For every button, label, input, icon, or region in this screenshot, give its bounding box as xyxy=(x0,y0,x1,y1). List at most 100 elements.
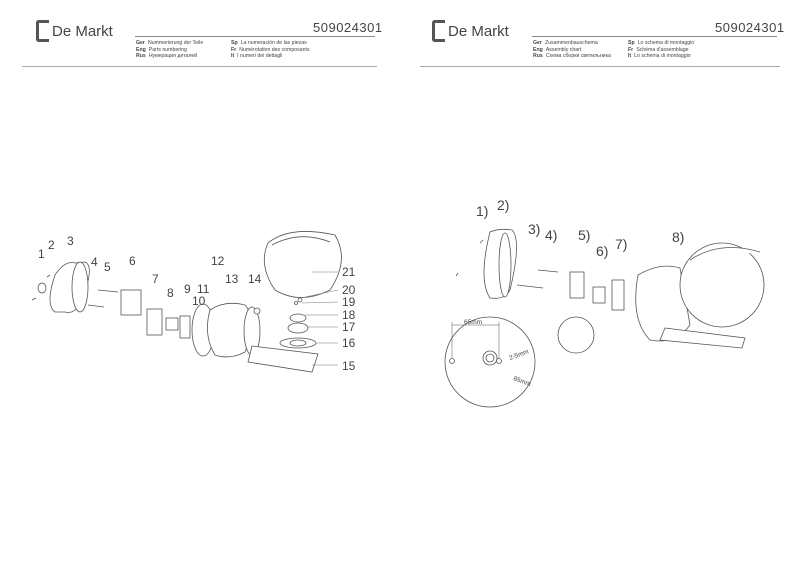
lang-text: Nummerierung der Teile xyxy=(147,40,204,46)
part-label: 19 xyxy=(342,295,356,309)
lang-code: Ger xyxy=(533,40,542,46)
brand-name: De Markt xyxy=(448,22,509,40)
lamp-globe xyxy=(679,242,765,328)
leader-line xyxy=(301,301,339,304)
part-cover xyxy=(179,315,191,339)
part-globe xyxy=(263,231,342,298)
step-label: 2) xyxy=(497,197,509,213)
leader-lines xyxy=(301,271,339,366)
header-bottom-rule xyxy=(22,66,377,67)
part-label: 2 xyxy=(48,238,55,252)
part-label: 20 xyxy=(342,283,356,297)
part-bracket xyxy=(146,308,163,336)
lang-text: Parts numbering xyxy=(148,46,187,53)
lang-text: Lo schema di montaggio xyxy=(634,53,691,59)
part-screw xyxy=(31,297,37,301)
part-terminal xyxy=(165,317,179,331)
lang-code: Ger xyxy=(136,40,145,46)
part-label: 12 xyxy=(211,254,225,268)
part-nut xyxy=(253,307,261,315)
step-label: 5) xyxy=(578,227,590,243)
part-label: 5 xyxy=(104,260,111,274)
header-rule xyxy=(135,36,375,37)
bracket xyxy=(569,271,585,299)
step-label: 8) xyxy=(672,229,684,245)
wiring-detail xyxy=(557,316,595,354)
header-bottom-rule xyxy=(420,66,780,67)
leader-line xyxy=(304,289,339,298)
part-label: 13 xyxy=(225,272,239,286)
lang-code: Fr xyxy=(628,46,634,53)
bolt xyxy=(537,269,559,273)
lang-code: Eng xyxy=(533,46,543,53)
lamp-globe-opening xyxy=(689,247,761,261)
lang-code: Rus xyxy=(533,53,543,59)
parts-exploded-view xyxy=(31,231,342,373)
part-label: 1 xyxy=(38,247,45,261)
lang-text: I numeri dei dettagli xyxy=(237,53,283,59)
lamp-arm xyxy=(659,327,746,349)
part-flange-hole xyxy=(289,339,307,347)
part-bolt xyxy=(87,304,105,308)
header-rule xyxy=(532,36,777,37)
part-arm xyxy=(247,345,319,373)
part-globe-opening xyxy=(271,236,331,246)
part-label: 15 xyxy=(342,359,356,373)
screw xyxy=(479,239,484,244)
part-label: 9 xyxy=(184,282,191,296)
lang-code: Sp xyxy=(231,40,238,46)
lang-text: Нумерация деталей xyxy=(148,53,198,59)
mount-hole xyxy=(449,358,455,364)
lang-code: Fr xyxy=(231,46,237,53)
part-label: 16 xyxy=(342,336,356,350)
terminal-block xyxy=(592,286,606,304)
part-label: 18 xyxy=(342,308,356,322)
terminal-cover xyxy=(611,279,625,311)
lang-text: Schéma d'assemblage xyxy=(636,46,689,53)
lang-code: Sp xyxy=(628,40,635,46)
lang-code: It xyxy=(628,53,632,59)
part-label: 8 xyxy=(167,286,174,300)
part-label: 6 xyxy=(129,254,136,268)
mount-plate-center-hole xyxy=(485,353,495,363)
part-screw xyxy=(46,274,51,278)
part-label: 11 xyxy=(197,282,210,296)
part-box xyxy=(120,289,142,316)
part-label: 14 xyxy=(248,272,262,286)
part-label: 4 xyxy=(91,255,98,269)
part-lamp-holder-ring xyxy=(289,313,307,323)
step-label: 1) xyxy=(476,203,488,219)
lang-text: Numérotation des composants xyxy=(239,46,310,53)
part-washer xyxy=(297,297,303,303)
lang-text: La numeración de las piezas xyxy=(240,40,307,46)
dimension-spacing: 65mm xyxy=(464,319,482,326)
lang-code: Rus xyxy=(136,53,146,59)
brand-logo: De Markt xyxy=(432,20,509,42)
product-code: 509024301 xyxy=(715,20,785,35)
lang-code: Eng xyxy=(136,46,146,53)
part-label: 10 xyxy=(192,294,206,308)
part-body xyxy=(207,302,252,358)
lang-text: Lo schema di montaggio xyxy=(637,40,695,46)
backplate-rim xyxy=(498,232,512,298)
step-label: 4) xyxy=(545,227,557,243)
step-label: 6) xyxy=(596,243,608,259)
product-code: 509024301 xyxy=(313,20,383,35)
part-label: 21 xyxy=(342,265,356,279)
lang-code: It xyxy=(231,53,235,59)
step-label: 7) xyxy=(615,236,627,252)
assembly-view xyxy=(444,228,765,408)
